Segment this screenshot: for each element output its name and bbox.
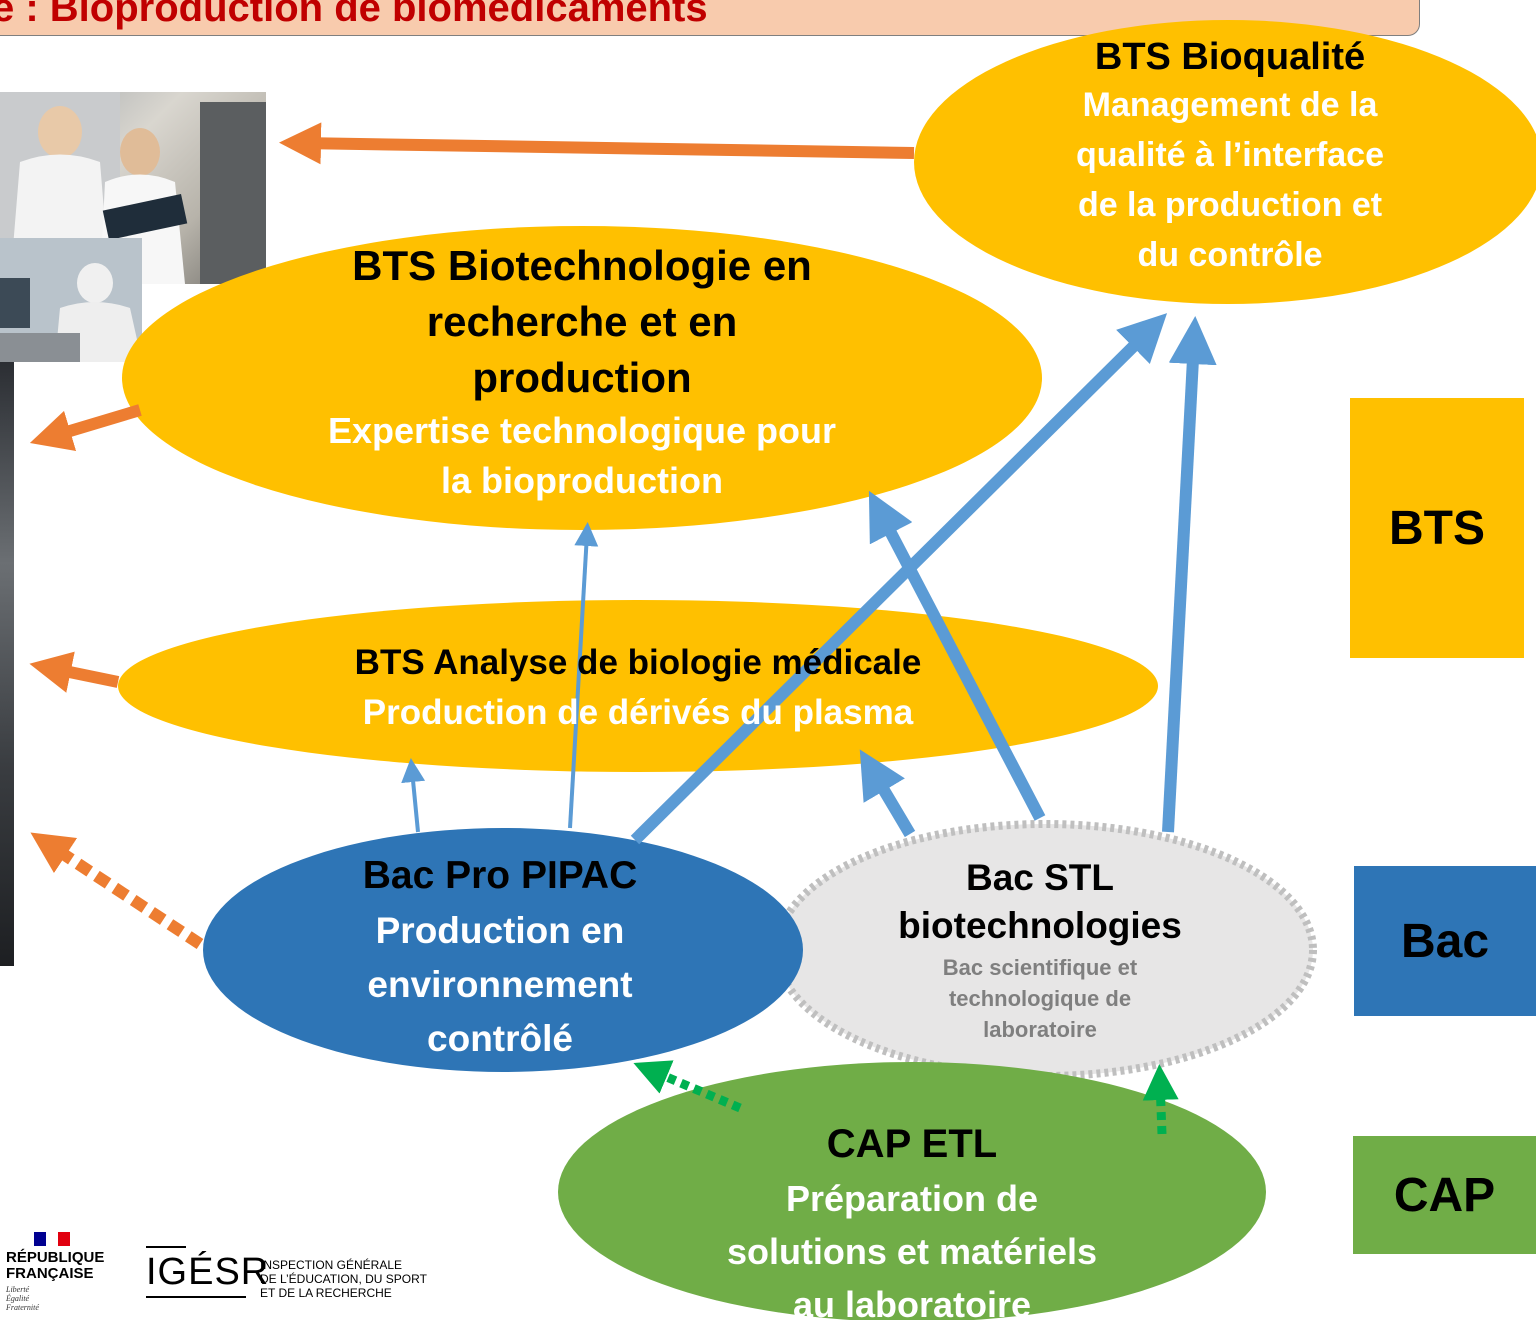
- node-bioqualite-subtitle-4: du contrôle: [1137, 236, 1323, 274]
- node-pipac-shape: [203, 828, 803, 1072]
- level-bac-label: Bac: [1400, 914, 1490, 968]
- node-pipac: Bac Pro PIPAC Production en environnemen…: [300, 848, 700, 1066]
- arrow-stl-to-abm: [859, 749, 916, 838]
- node-biotech-subtitle-1: Expertise technologique pour: [327, 410, 837, 451]
- node-bioqualite-subtitle-3: de la production et: [1077, 186, 1383, 224]
- arrow-bioqualite-to-jobs: [279, 122, 915, 165]
- arrow-stl-to-biotech: [868, 490, 1046, 821]
- level-bts-label: BTS: [1389, 501, 1485, 555]
- node-abm: BTS Analyse de biologie médicale Product…: [238, 638, 1038, 738]
- node-bioqualite-shape: [914, 20, 1536, 304]
- arrow-stl-to-bioqualite: [1162, 316, 1217, 833]
- republique-label-2: FRANÇAISE: [6, 1265, 94, 1282]
- motto-liberte: Liberté: [6, 1285, 30, 1294]
- igesr-line-3: ET DE LA RECHERCHE: [260, 1286, 392, 1300]
- node-cap-subtitle-2: solutions et matériels: [726, 1231, 1098, 1272]
- equipment-photo: [0, 362, 14, 966]
- arrow-biotech-to-jobs: [29, 404, 142, 452]
- node-pipac-subtitle-1: Production en: [375, 910, 625, 951]
- node-stl-title-2: biotechnologies: [898, 905, 1182, 946]
- node-biotech-title-1: BTS Biotechnologie en: [352, 242, 812, 289]
- arrow-cap-to-stl: [1142, 1064, 1179, 1135]
- node-abm-title: BTS Analyse de biologie médicale: [354, 643, 922, 682]
- page-title: e : Bioproduction de biomédicaments: [0, 0, 708, 30]
- node-biotech-subtitle-2: la bioproduction: [441, 460, 723, 501]
- node-pipac-subtitle-3: contrôlé: [427, 1018, 573, 1059]
- node-bioqualite: BTS Bioqualité Management de la qualité …: [1020, 34, 1440, 280]
- motto-egalite: Égalité: [6, 1294, 30, 1303]
- node-bioqualite-subtitle-1: Management de la: [1082, 86, 1378, 124]
- node-bioqualite-title: BTS Bioqualité: [1094, 36, 1366, 78]
- node-pipac-subtitle-2: environnement: [367, 964, 633, 1005]
- igesr-line-1: INSPECTION GÉNÉRALE: [260, 1258, 403, 1272]
- node-stl: Bac STL biotechnologies Bac scientifique…: [860, 854, 1220, 1045]
- arrow-pipac-to-bioqualite: [630, 313, 1168, 845]
- node-stl-title-1: Bac STL: [965, 857, 1115, 898]
- node-biotech-title-2: recherche et en: [426, 298, 738, 345]
- arrow-cap-to-pipac: [633, 1060, 742, 1113]
- node-abm-shape: [118, 600, 1158, 772]
- igesr-underline: [146, 1296, 246, 1298]
- lab-technician-photo: [0, 238, 142, 362]
- node-biotech-title-3: production: [472, 354, 692, 401]
- republique-francaise-logo: RÉPUBLIQUE FRANÇAISE Liberté Égalité Fra…: [2, 1228, 122, 1320]
- node-pipac-title: Bac Pro PIPAC: [362, 854, 638, 897]
- level-cap-box: CAP: [1353, 1136, 1536, 1254]
- arrow-pipac-to-jobs: [30, 832, 204, 950]
- node-stl-subtitle-2: technologique de: [948, 986, 1132, 1011]
- arrow-abm-to-jobs: [29, 651, 120, 693]
- node-biotech-shape: [122, 226, 1042, 530]
- arrow-pipac-to-abm: [401, 758, 426, 833]
- arrow-pipac-to-biotech: [568, 522, 599, 829]
- node-biotech: BTS Biotechnologie en recherche et en pr…: [232, 238, 932, 506]
- igesr-line-2: DE L’ÉDUCATION, DU SPORT: [260, 1272, 427, 1286]
- node-stl-subtitle-1: Bac scientifique et: [942, 955, 1138, 980]
- igesr-wordmark: IGÉSR: [146, 1251, 270, 1293]
- marianne-flag-icon: [34, 1232, 70, 1246]
- node-cap-shape: [558, 1062, 1266, 1320]
- republique-label-1: RÉPUBLIQUE: [6, 1249, 105, 1266]
- igesr-logo: IGÉSR INSPECTION GÉNÉRALE DE L’ÉDUCATION…: [146, 1246, 466, 1306]
- level-bac-box: Bac: [1354, 866, 1536, 1016]
- node-cap-subtitle-1: Préparation de: [785, 1178, 1039, 1219]
- node-cap-title: CAP ETL: [826, 1122, 998, 1166]
- node-abm-subtitle: Production de dérivés du plasma: [362, 693, 914, 732]
- motto-fraternite: Fraternité: [6, 1303, 39, 1312]
- node-bioqualite-subtitle-2: qualité à l’interface: [1076, 136, 1384, 174]
- node-cap-subtitle-3: au laboratoire: [792, 1284, 1032, 1325]
- level-bts-box: BTS: [1350, 398, 1524, 658]
- igesr-rule: [146, 1246, 186, 1248]
- level-cap-label: CAP: [1393, 1168, 1496, 1222]
- lab-technician-illustration: [0, 238, 142, 362]
- node-stl-shape: [773, 820, 1317, 1080]
- node-cap: CAP ETL Préparation de solutions et maté…: [662, 1116, 1162, 1331]
- node-stl-subtitle-3: laboratoire: [983, 1017, 1097, 1042]
